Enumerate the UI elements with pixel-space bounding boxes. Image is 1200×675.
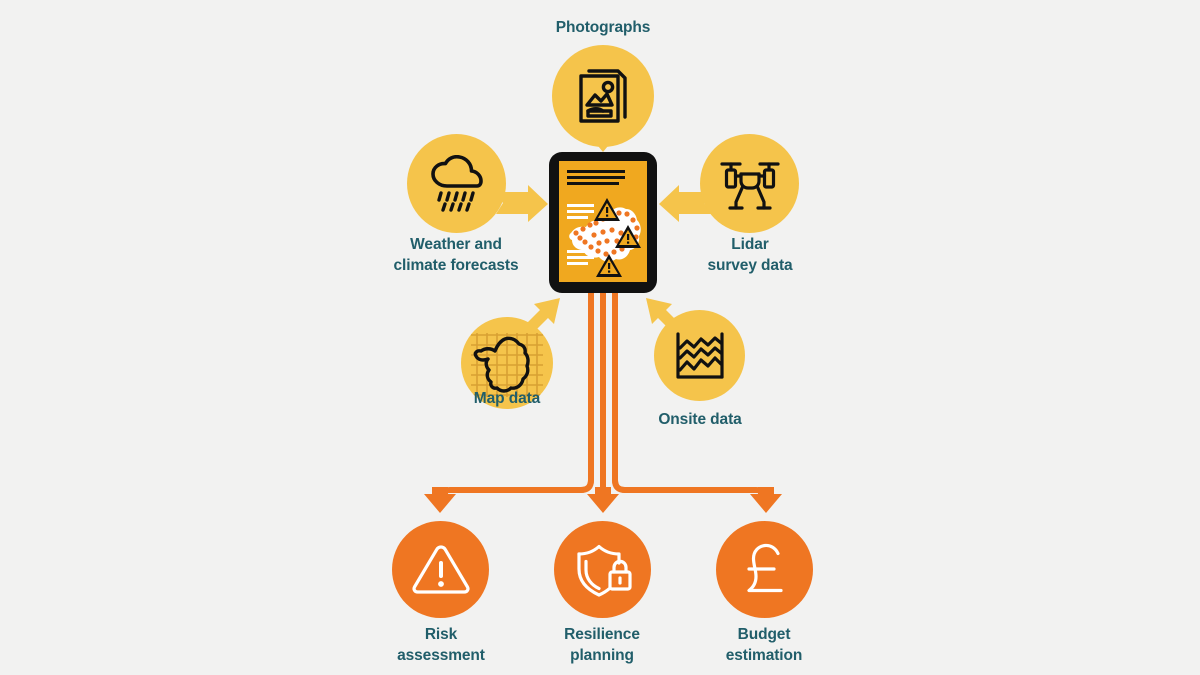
screen-text-line: [567, 250, 594, 253]
node-photographs[interactable]: [552, 45, 654, 147]
weather-climate-icon: [430, 154, 483, 212]
node-onsite-data-label: Onsite data: [658, 411, 742, 428]
screen-warning-triangle: [615, 225, 641, 248]
screen-warning-triangle: [596, 254, 622, 277]
arrow-to-risk-assessment: [424, 487, 456, 513]
arrow-to-resilience-planning: [587, 487, 619, 513]
analysis-device[interactable]: [549, 152, 657, 293]
resilience-planning-icon: [576, 544, 632, 597]
screen-header-bar: [567, 182, 619, 185]
map-data-icon: [471, 333, 543, 397]
screen-header-bar: [567, 170, 625, 173]
risk-assessment-icon: [411, 544, 470, 594]
arrow-to-budget-estimation: [750, 487, 782, 513]
device-screen: [559, 161, 647, 282]
screen-text-line: [567, 262, 588, 265]
node-map-data-label: Map data: [473, 390, 541, 407]
node-resilience-planning[interactable]: [554, 521, 651, 618]
node-risk-assessment-label: Risk assessment: [397, 626, 485, 664]
node-map-data[interactable]: [461, 317, 553, 409]
node-budget-estimation-label: Budget estimation: [725, 626, 803, 664]
screen-text-line: [567, 216, 588, 219]
screen-text-line: [567, 256, 594, 259]
node-lidar[interactable]: [700, 134, 799, 233]
lidar-drone-icon: [719, 161, 780, 210]
screen-text-line: [567, 204, 594, 207]
onsite-data-icon: [675, 331, 724, 379]
node-onsite-data[interactable]: [654, 310, 745, 401]
node-budget-estimation[interactable]: [716, 521, 813, 618]
node-weather[interactable]: [407, 134, 506, 233]
node-resilience-planning-label: Resilience planning: [564, 626, 640, 664]
node-lidar-label: Lidar survey data: [707, 236, 793, 274]
screen-warning-triangle: [594, 198, 620, 221]
node-weather-label: Weather and climate forecasts: [393, 236, 519, 274]
budget-estimation-icon: [746, 543, 783, 592]
node-photographs-label: Photographs: [555, 19, 651, 36]
node-risk-assessment[interactable]: [392, 521, 489, 618]
screen-text-line: [567, 210, 594, 213]
screen-header-bar: [567, 176, 625, 179]
photographs-icon: [579, 69, 627, 123]
